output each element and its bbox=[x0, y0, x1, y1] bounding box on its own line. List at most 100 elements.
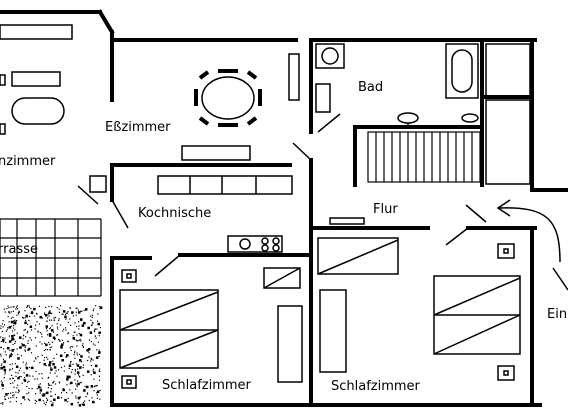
garden-dot bbox=[1, 363, 3, 365]
garden-dot bbox=[14, 342, 16, 344]
garden-dot bbox=[84, 385, 86, 387]
garden-dot bbox=[54, 338, 56, 340]
garden-dot bbox=[13, 348, 15, 350]
garden-dot bbox=[3, 348, 5, 350]
garden-dot bbox=[38, 398, 41, 402]
garden-dot bbox=[74, 357, 76, 359]
garden-dot bbox=[28, 306, 31, 308]
garden-dot bbox=[29, 337, 31, 339]
garden-dot bbox=[26, 314, 28, 316]
garden-dot bbox=[18, 369, 21, 372]
garden-dot bbox=[2, 339, 5, 341]
garden-dot bbox=[50, 368, 53, 371]
garden-dot bbox=[83, 389, 86, 392]
garden-dot bbox=[0, 341, 2, 343]
garden-dot bbox=[82, 374, 84, 376]
garden-dot bbox=[27, 398, 29, 400]
garden-dot bbox=[10, 306, 12, 308]
room-label-eingang: Ein bbox=[547, 307, 567, 322]
garden-dot bbox=[98, 370, 100, 372]
garden-dot bbox=[74, 369, 76, 371]
garden-dot bbox=[75, 363, 78, 365]
garden-dot bbox=[64, 315, 67, 319]
garden-dot bbox=[41, 377, 43, 379]
garden-dot bbox=[19, 336, 22, 339]
garden-dot bbox=[14, 341, 17, 343]
garden-dot bbox=[44, 393, 46, 395]
garden-dot bbox=[74, 379, 76, 381]
garden-dot bbox=[67, 341, 69, 343]
garden-dot bbox=[50, 366, 52, 368]
garden-dot bbox=[2, 365, 6, 369]
garden-dot bbox=[8, 369, 11, 371]
garden-dot bbox=[37, 356, 39, 358]
garden-dot bbox=[95, 356, 99, 359]
garden-dot bbox=[19, 367, 21, 369]
garden-dot bbox=[63, 365, 66, 367]
garden-dot bbox=[46, 356, 48, 358]
garden-dot bbox=[38, 305, 40, 307]
garden-dot bbox=[9, 382, 12, 385]
garden-dot bbox=[24, 399, 26, 401]
garden-dot bbox=[8, 340, 12, 343]
garden-dot bbox=[53, 357, 55, 359]
garden-dot bbox=[23, 372, 25, 374]
garden-dot bbox=[54, 372, 56, 374]
entrance-arrow bbox=[496, 199, 561, 263]
garden-dot bbox=[73, 354, 75, 356]
garden-dot bbox=[45, 401, 47, 403]
garden-dot bbox=[96, 349, 98, 351]
garden-dot bbox=[70, 349, 72, 351]
garden-dot bbox=[28, 305, 30, 307]
garden-dot bbox=[9, 357, 11, 359]
garden-dot bbox=[51, 312, 53, 314]
room-label-terrasse: rrasse bbox=[0, 242, 38, 257]
garden-dot bbox=[15, 400, 17, 403]
garden-dot bbox=[5, 341, 7, 344]
garden-dot bbox=[35, 324, 37, 326]
garden-dot bbox=[37, 331, 39, 333]
garden-dot bbox=[69, 389, 71, 391]
garden-dot bbox=[34, 402, 36, 404]
garden-dot bbox=[11, 335, 14, 338]
garden-dot bbox=[56, 334, 58, 336]
wardrobe bbox=[277, 305, 303, 383]
garden-dot bbox=[40, 387, 42, 389]
garden-dot bbox=[62, 310, 66, 313]
garden-dot bbox=[53, 317, 55, 319]
garden-dot bbox=[9, 349, 11, 351]
garden-dot bbox=[7, 305, 9, 307]
garden-dot bbox=[45, 328, 48, 330]
garden-dot bbox=[39, 332, 41, 334]
garden-dot bbox=[15, 306, 18, 308]
garden-dot bbox=[0, 355, 2, 357]
garden-dot bbox=[66, 392, 68, 394]
garden-dot bbox=[87, 348, 91, 351]
garden-dot bbox=[19, 376, 21, 378]
garden-dot bbox=[14, 319, 16, 321]
garden-dot bbox=[6, 307, 8, 310]
garden-dot bbox=[47, 334, 49, 336]
garden-dot bbox=[76, 325, 78, 328]
garden-dot bbox=[38, 373, 40, 375]
garden-dot bbox=[11, 363, 13, 365]
garden-dot bbox=[13, 325, 15, 327]
garden-dot bbox=[64, 352, 66, 354]
garden-dot bbox=[94, 364, 98, 368]
garden-dot bbox=[16, 387, 18, 389]
garden-dot bbox=[77, 380, 79, 382]
garden-dot bbox=[5, 330, 7, 332]
garden-dot bbox=[41, 394, 43, 396]
garden-dot bbox=[26, 385, 28, 388]
garden-dot bbox=[67, 333, 69, 335]
garden-dot bbox=[8, 397, 10, 399]
garden-dot bbox=[98, 355, 100, 357]
garden-dot bbox=[91, 324, 93, 326]
garden-dot bbox=[85, 308, 88, 311]
garden-dot bbox=[17, 384, 19, 386]
garden-dot bbox=[11, 374, 13, 376]
garden-dot bbox=[3, 324, 6, 326]
room-label-esszimmer: Eßzimmer bbox=[105, 120, 171, 135]
garden-dot bbox=[25, 345, 27, 347]
garden-dot bbox=[50, 403, 54, 407]
